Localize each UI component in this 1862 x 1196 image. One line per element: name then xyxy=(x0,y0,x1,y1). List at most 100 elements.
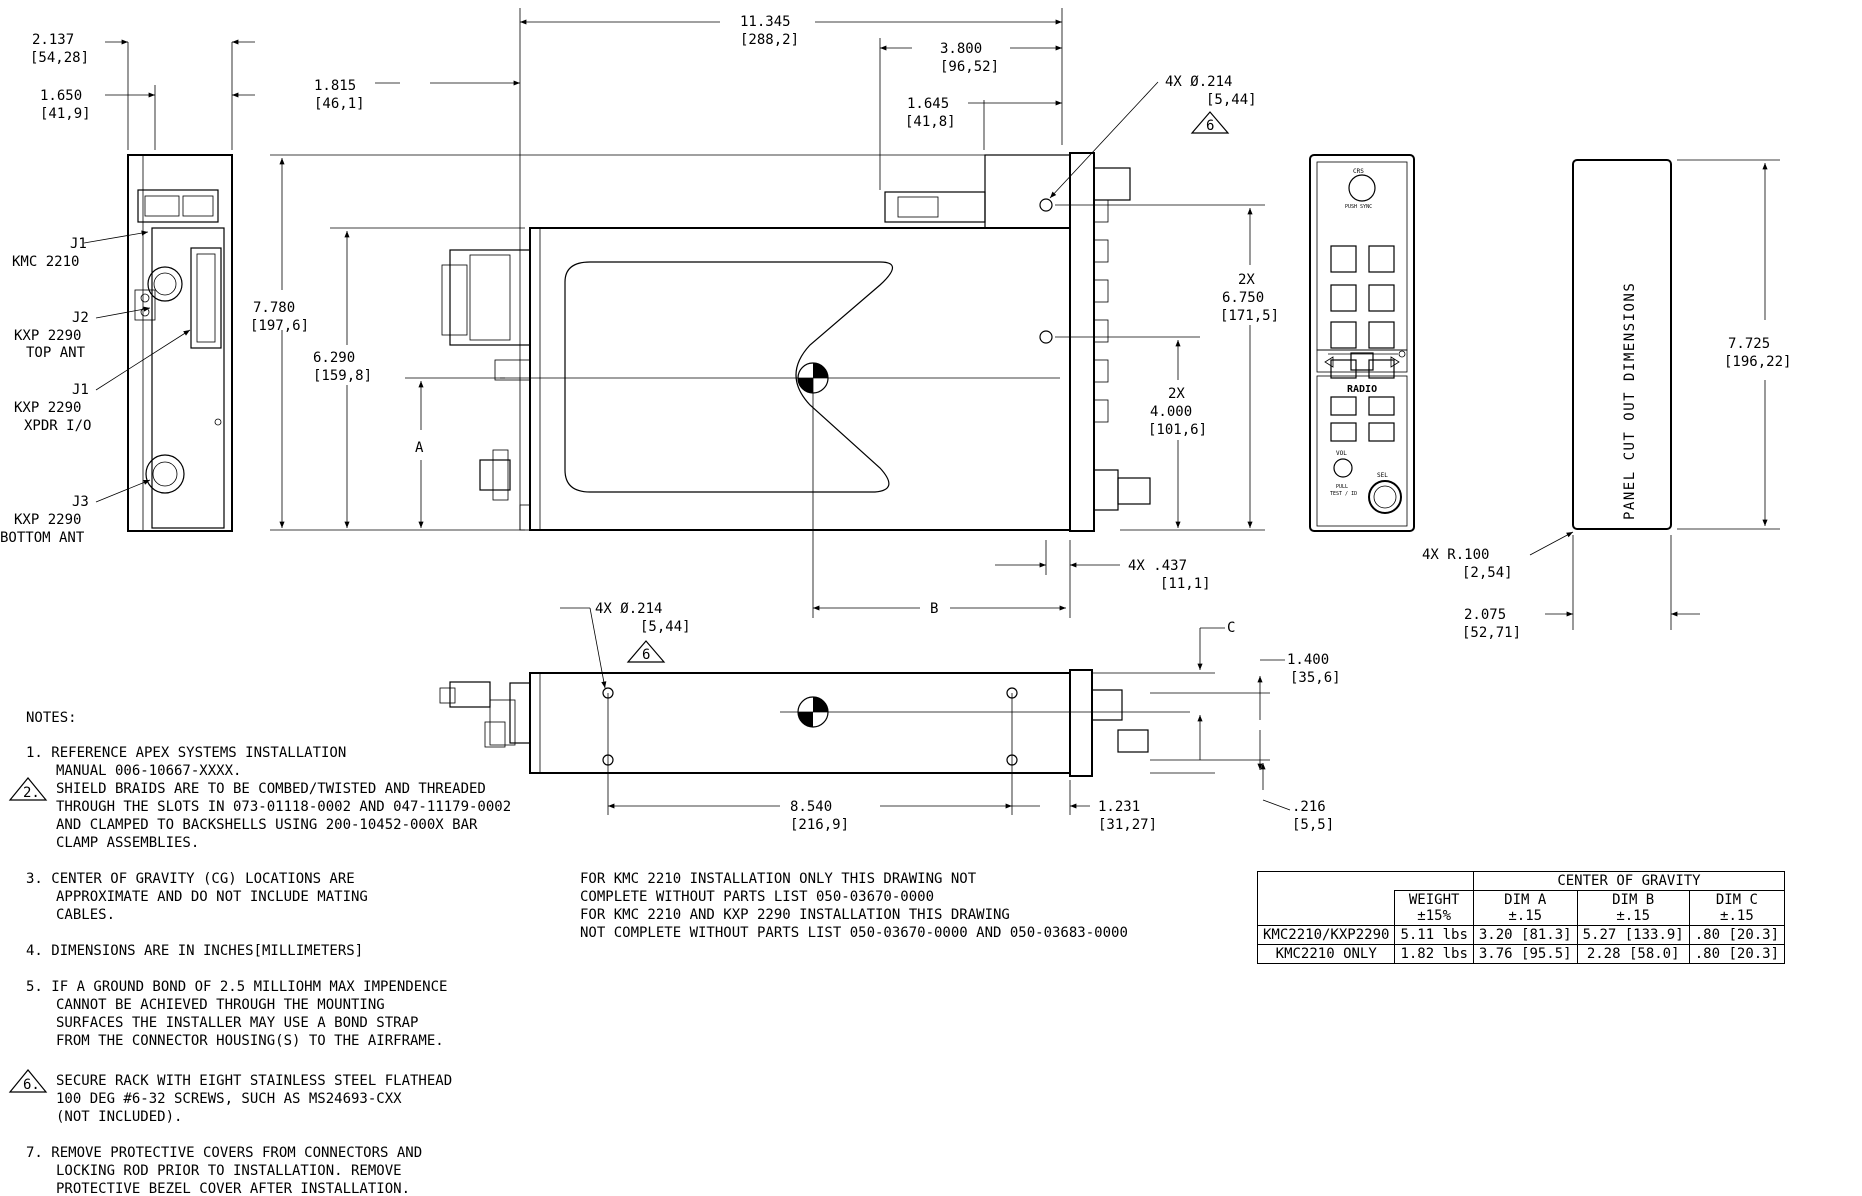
dim-a-tolerance: ±.15 xyxy=(1508,908,1543,924)
dim-hole-bottom: 4X Ø.214 xyxy=(595,601,662,617)
label-j1-kmc: J1 xyxy=(70,236,87,252)
label-j1-kmc-name: KMC 2210 xyxy=(12,254,79,270)
row-weight: 1.82 lbs xyxy=(1394,944,1474,964)
table-row: KMC2210/KXP2290 5.11 lbs 3.20 [81.3] 5.2… xyxy=(1256,925,1786,945)
note-3-line-2: APPROXIMATE AND DO NOT INCLUDE MATING xyxy=(56,889,368,905)
weight-header: WEIGHT±15% xyxy=(1394,890,1474,926)
note-5-line-2: CANNOT BE ACHIEVED THROUGH THE MOUNTING xyxy=(56,997,385,1013)
dim-bottom-height-mm: [35,6] xyxy=(1290,670,1341,686)
note-4: 4. DIMENSIONS ARE IN INCHES[MILLIMETERS] xyxy=(26,943,363,959)
note-5-line-1: 5. IF A GROUND BOND OF 2.5 MILLIOHM MAX … xyxy=(26,979,447,995)
dim-b-header: DIM B±.15 xyxy=(1576,890,1690,926)
note-2-line-4: CLAMP ASSEMBLIES. xyxy=(56,835,199,851)
dim-c-label: DIM C xyxy=(1715,892,1758,908)
row-dim-b: 5.27 [133.9] xyxy=(1576,925,1690,945)
note-3-line-1: 3. CENTER OF GRAVITY (CG) LOCATIONS ARE xyxy=(26,871,355,887)
row-dim-c: .80 [20.3] xyxy=(1688,944,1786,964)
note-6-line-1: SECURE RACK WITH EIGHT STAINLESS STEEL F… xyxy=(56,1073,452,1089)
panel-cutout-title: PANEL CUT OUT DIMENSIONS xyxy=(1622,282,1638,520)
label-j2: J2 xyxy=(72,310,89,326)
dim-mount-h-mm: [171,5] xyxy=(1220,308,1279,324)
dim-mount-low: 4.000 xyxy=(1150,404,1192,420)
note-6-line-2: 100 DEG #6-32 SCREWS, SUCH AS MS24693-CX… xyxy=(56,1091,402,1107)
bezel-label-sel: SEL xyxy=(1377,472,1388,479)
dim-body-height-mm: [159,8] xyxy=(313,368,372,384)
dim-a-header: DIM A±.15 xyxy=(1472,890,1578,926)
dim-body-height: 6.290 xyxy=(313,350,355,366)
table-row: KMC2210 ONLY 1.82 lbs 3.76 [95.5] 2.28 [… xyxy=(1256,944,1786,964)
cg-group-header: CENTER OF GRAVITY xyxy=(1472,871,1786,891)
bezel-label-vol: VOL xyxy=(1336,450,1347,457)
dim-side-width-1-mm: [54,28] xyxy=(30,50,89,66)
dim-bottom-length-mm: [216,9] xyxy=(790,817,849,833)
dim-label-a: A xyxy=(415,440,424,456)
dim-bottom-front-mm: [31,27] xyxy=(1098,817,1157,833)
row-model: KMC2210 ONLY xyxy=(1256,944,1396,964)
dim-panel-radius: 4X R.100 xyxy=(1422,547,1489,563)
dim-label-c: C xyxy=(1227,620,1235,636)
label-j2-sub: TOP ANT xyxy=(26,345,86,361)
bezel-front-view xyxy=(1309,154,1415,532)
label-j2-name: KXP 2290 xyxy=(14,328,81,344)
install-note-line-3: FOR KMC 2210 AND KXP 2290 INSTALLATION T… xyxy=(580,907,1010,923)
install-note-line-4: NOT COMPLETE WITHOUT PARTS LIST 050-0367… xyxy=(580,925,1128,941)
note-5-line-3: SURFACES THE INSTALLER MAY USE A BOND ST… xyxy=(56,1015,418,1031)
table-corner xyxy=(1257,871,1474,891)
label-j3-name: KXP 2290 xyxy=(14,512,81,528)
dim-bottom-length: 8.540 xyxy=(790,799,832,815)
row-dim-b: 2.28 [58.0] xyxy=(1576,944,1690,964)
note-1-line-1: 1. REFERENCE APEX SYSTEMS INSTALLATION xyxy=(26,745,346,761)
table-blank-cell xyxy=(1256,890,1396,926)
row-model: KMC2210/KXP2290 xyxy=(1256,925,1396,945)
dim-c-tolerance: ±.15 xyxy=(1720,908,1754,924)
dim-bottom-front: 1.231 xyxy=(1098,799,1140,815)
label-j3: J3 xyxy=(72,494,89,510)
weight-tolerance: ±15% xyxy=(1417,908,1452,924)
dim-top-a-mm: [96,52] xyxy=(940,59,999,75)
dim-bottom-height: 1.400 xyxy=(1287,652,1329,668)
bottom-view xyxy=(439,607,1291,815)
note-2-line-1: SHIELD BRAIDS ARE TO BE COMBED/TWISTED A… xyxy=(56,781,486,797)
dim-rear-offset: 1.815 xyxy=(314,78,356,94)
notes-heading: NOTES: xyxy=(26,710,77,726)
note-7-line-3: PROTECTIVE BEZEL COVER AFTER INSTALLATIO… xyxy=(56,1181,410,1196)
panel-cutout-view xyxy=(1529,159,1780,630)
dim-mount-low-count: 2X xyxy=(1168,386,1185,402)
notes-section xyxy=(8,777,48,1093)
dim-c-header: DIM C±.15 xyxy=(1688,890,1786,926)
main-view xyxy=(270,8,1265,618)
bezel-label-push-sync: PUSH SYNC xyxy=(1345,204,1372,210)
dim-top-a: 3.800 xyxy=(940,41,982,57)
triangle-note-6-top: 6 xyxy=(1206,118,1214,134)
dim-overall-length: 11.345 xyxy=(740,14,791,30)
dim-a-label: DIM A xyxy=(1504,892,1547,908)
note-3-line-3: CABLES. xyxy=(56,907,115,923)
install-note-line-2: COMPLETE WITHOUT PARTS LIST 050-03670-00… xyxy=(580,889,934,905)
dim-panel-height: 7.725 xyxy=(1728,336,1770,352)
dim-label-b: B xyxy=(930,601,938,617)
bezel-label-pull: PULL xyxy=(1336,484,1348,490)
dim-panel-radius-mm: [2,54] xyxy=(1462,565,1513,581)
bezel-label-radio: RADIO xyxy=(1347,384,1377,395)
dim-top-b-mm: [41,8] xyxy=(905,114,956,130)
dim-bottom-small: .216 xyxy=(1292,799,1326,815)
install-note-line-1: FOR KMC 2210 INSTALLATION ONLY THIS DRAW… xyxy=(580,871,977,887)
dim-side-width-1: 2.137 xyxy=(32,32,74,48)
dim-mount-h: 6.750 xyxy=(1222,290,1264,306)
dim-panel-width-mm: [52,71] xyxy=(1462,625,1521,641)
side-view xyxy=(83,39,255,532)
dim-hole-top-mm: [5,44] xyxy=(1206,92,1257,108)
dim-height-mm: [197,6] xyxy=(250,318,309,334)
dim-bezel-offset-mm: [11,1] xyxy=(1160,576,1211,592)
bezel-label-crs: CRS xyxy=(1353,168,1364,175)
weight-header-label: WEIGHT xyxy=(1408,892,1460,908)
label-j1-kxp: J1 xyxy=(72,382,89,398)
dim-panel-height-mm: [196,22] xyxy=(1724,354,1791,370)
row-dim-a: 3.20 [81.3] xyxy=(1472,925,1578,945)
dim-bezel-offset: 4X .437 xyxy=(1128,558,1187,574)
dim-top-b: 1.645 xyxy=(907,96,949,112)
note-7-line-1: 7. REMOVE PROTECTIVE COVERS FROM CONNECT… xyxy=(26,1145,422,1161)
dim-b-label: DIM B xyxy=(1612,892,1655,908)
bezel-label-test-id: TEST / ID xyxy=(1330,491,1357,497)
